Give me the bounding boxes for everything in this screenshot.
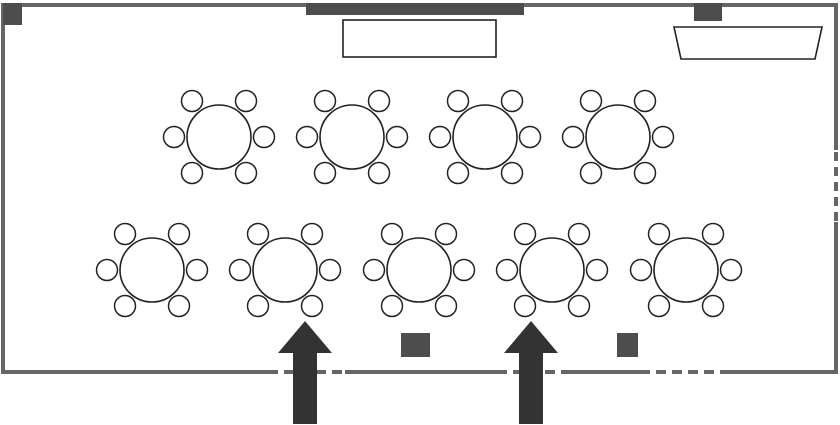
chair-icon xyxy=(234,89,258,113)
chair-icon xyxy=(185,258,209,282)
table-top xyxy=(585,104,651,170)
chair-icon xyxy=(228,258,252,282)
chair-icon xyxy=(246,294,270,318)
chair-icon xyxy=(452,258,476,282)
table-top xyxy=(252,237,318,303)
table-top xyxy=(519,237,585,303)
chair-icon xyxy=(113,294,137,318)
chair-icon xyxy=(252,125,276,149)
chair-icon xyxy=(434,222,458,246)
chair-icon xyxy=(95,258,119,282)
table-top xyxy=(319,104,385,170)
column-icon xyxy=(694,3,722,21)
chair-icon xyxy=(167,222,191,246)
chair-icon xyxy=(313,89,337,113)
chair-icon xyxy=(434,294,458,318)
entrance-arrows xyxy=(278,321,558,424)
chair-icon xyxy=(495,258,519,282)
chair-icon xyxy=(701,294,725,318)
table-top xyxy=(452,104,518,170)
chair-icon xyxy=(651,125,675,149)
chair-icon xyxy=(579,161,603,185)
chair-icon xyxy=(561,125,585,149)
chair-icon xyxy=(428,125,452,149)
round-table-icon xyxy=(362,222,476,318)
chair-icon xyxy=(579,89,603,113)
chair-icon xyxy=(385,125,409,149)
stage-icon xyxy=(342,19,497,58)
chair-icon xyxy=(518,125,542,149)
bar-counter-icon xyxy=(673,26,823,60)
chair-icon xyxy=(585,258,609,282)
chair-icon xyxy=(380,294,404,318)
table-top xyxy=(653,237,719,303)
chair-icon xyxy=(380,222,404,246)
column-icon xyxy=(401,333,430,357)
chair-icon xyxy=(647,294,671,318)
chair-icon xyxy=(234,161,258,185)
chair-icon xyxy=(180,89,204,113)
column-icon xyxy=(617,333,638,357)
chair-icon xyxy=(719,258,743,282)
chair-icon xyxy=(367,89,391,113)
chair-icon xyxy=(313,161,337,185)
chair-icon xyxy=(647,222,671,246)
table-top xyxy=(119,237,185,303)
chair-icon xyxy=(300,294,324,318)
round-table-icon xyxy=(428,89,542,185)
round-table-icon xyxy=(495,222,609,318)
wall-band xyxy=(306,3,524,15)
chair-icon xyxy=(446,161,470,185)
chair-icon xyxy=(513,294,537,318)
chair-icon xyxy=(300,222,324,246)
chair-icon xyxy=(167,294,191,318)
room-fixtures xyxy=(3,3,823,357)
chair-icon xyxy=(633,89,657,113)
chair-icon xyxy=(629,258,653,282)
chair-icon xyxy=(446,89,470,113)
chair-icon xyxy=(162,125,186,149)
round-table-icon xyxy=(295,89,409,185)
table-top xyxy=(386,237,452,303)
chair-icon xyxy=(513,222,537,246)
round-table-icon xyxy=(95,222,209,318)
round-table-icon xyxy=(228,222,342,318)
chair-icon xyxy=(633,161,657,185)
up-arrow-icon xyxy=(278,321,332,424)
chair-icon xyxy=(500,89,524,113)
round-table-icon xyxy=(629,222,743,318)
chair-icon xyxy=(246,222,270,246)
chair-icon xyxy=(180,161,204,185)
chair-icon xyxy=(567,222,591,246)
chair-icon xyxy=(318,258,342,282)
round-table-icon xyxy=(162,89,276,185)
chair-icon xyxy=(113,222,137,246)
column-icon xyxy=(3,3,22,25)
round-table-icon xyxy=(561,89,675,185)
chair-icon xyxy=(500,161,524,185)
up-arrow-icon xyxy=(504,321,558,424)
chair-icon xyxy=(567,294,591,318)
chair-icon xyxy=(701,222,725,246)
table-top xyxy=(186,104,252,170)
chair-icon xyxy=(362,258,386,282)
chair-icon xyxy=(367,161,391,185)
chair-icon xyxy=(295,125,319,149)
table-layout xyxy=(95,89,743,318)
